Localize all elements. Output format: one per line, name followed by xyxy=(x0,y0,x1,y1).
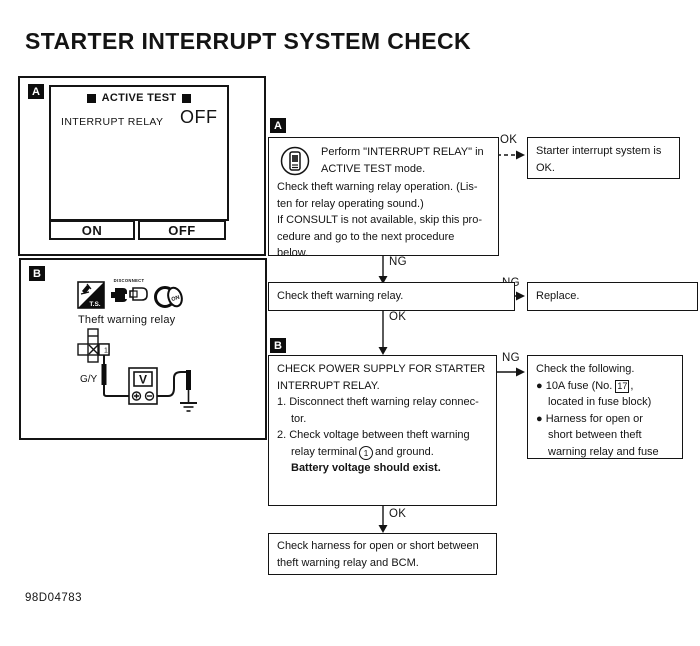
panel-b-marker: B xyxy=(29,266,45,281)
replace-text: Replace. xyxy=(536,290,580,303)
step-b-item2-line1: 2. Check voltage between theft warning xyxy=(277,429,470,441)
final-check-box: Check harness for open or short between … xyxy=(268,533,497,575)
circled-terminal-1: 1 xyxy=(359,445,374,460)
ok-label: OK xyxy=(389,508,407,520)
consult-device-icon xyxy=(280,146,310,176)
active-test-label: ACTIVE TEST xyxy=(101,92,177,104)
terminal-1-label: 1 xyxy=(104,348,108,355)
step-b-title: CHECK POWER SUPPLY FOR STARTER INTERRUPT… xyxy=(277,363,486,392)
theft-warning-relay-caption: Theft warning relay xyxy=(78,314,176,326)
ok-label: OK xyxy=(500,134,518,146)
terminal-text-post: and ground. xyxy=(375,445,434,458)
ok-label: OK xyxy=(389,311,407,323)
ng-label: NG xyxy=(502,352,520,364)
key-on-label: ON xyxy=(171,295,181,303)
ts-label: T.S. xyxy=(89,301,100,308)
step-b-item1: 1. Disconnect theft warning relay connec… xyxy=(277,396,479,425)
ng-label: NG xyxy=(389,256,407,268)
on-button: ON xyxy=(49,220,135,240)
check-relay-text: Check theft warning relay. xyxy=(277,290,404,303)
disconnect-label: DISCONNECT xyxy=(114,278,145,283)
ignition-key-on-icon: ON xyxy=(154,286,183,308)
page-title: STARTER INTERRUPT SYSTEM CHECK xyxy=(25,28,472,54)
step-a-details: Check theft warning relay operation. (Li… xyxy=(277,181,483,259)
flow-step-b-marker: B xyxy=(270,338,286,353)
check-following-box: Check the following. ● 10A fuse (No.17, … xyxy=(527,355,683,459)
relay-check-panel: B T.S. DISCONNECT ON Theft warning relay xyxy=(19,258,267,440)
consult-screen-panel: A ACTIVE TEST INTERRUPT RELAY OFF ON OFF xyxy=(18,76,266,256)
wire-color-label: G/Y xyxy=(80,374,98,385)
battery-voltage-note: Battery voltage should exist. xyxy=(291,462,441,474)
terminal-text-pre: relay terminal xyxy=(291,445,358,458)
step-a-instruction: Perform "INTERRUPT RELAY" in ACTIVE TEST… xyxy=(321,146,484,175)
relay-state-value: OFF xyxy=(180,107,218,127)
fuse-text-pre: ● 10A fuse (No. xyxy=(536,379,613,392)
voltage-check-diagram: 1 G/Y V xyxy=(77,328,197,412)
check-relay-box: Check theft warning relay. xyxy=(268,282,515,311)
square-bullet-icon xyxy=(86,93,96,103)
system-ok-box: Starter interrupt system is OK. xyxy=(527,137,680,179)
voltmeter-label: V xyxy=(139,373,147,387)
harness-item: ● Harness for open or short between thef… xyxy=(536,412,659,458)
ts-tool-icon: T.S. xyxy=(77,281,105,309)
interrupt-relay-label: INTERRUPT RELAY xyxy=(61,116,164,128)
replace-box: Replace. xyxy=(527,282,698,311)
flow-step-a-box: Perform "INTERRUPT RELAY" in ACTIVE TEST… xyxy=(268,137,499,259)
off-button: OFF xyxy=(138,220,226,240)
fuse-text-post: , xyxy=(630,379,634,392)
fuse-item-line2: located in fuse block) xyxy=(548,396,652,408)
square-bullet-icon xyxy=(182,93,192,103)
panel-a-marker: A xyxy=(28,84,44,99)
flow-step-b-box: CHECK POWER SUPPLY FOR STARTER INTERRUPT… xyxy=(268,355,497,506)
fuse-item: ● 10A fuse (No.17, xyxy=(536,378,674,395)
boxed-fuse-number: 17 xyxy=(615,379,630,393)
document-code: 98D04783 xyxy=(25,592,83,604)
check-following-title: Check the following. xyxy=(536,363,635,375)
active-test-header: ACTIVE TEST xyxy=(51,92,227,104)
flow-step-a-marker: A xyxy=(270,118,286,133)
disconnect-connector-icon: DISCONNECT xyxy=(111,278,148,302)
consult-display: ACTIVE TEST INTERRUPT RELAY OFF xyxy=(49,85,229,221)
